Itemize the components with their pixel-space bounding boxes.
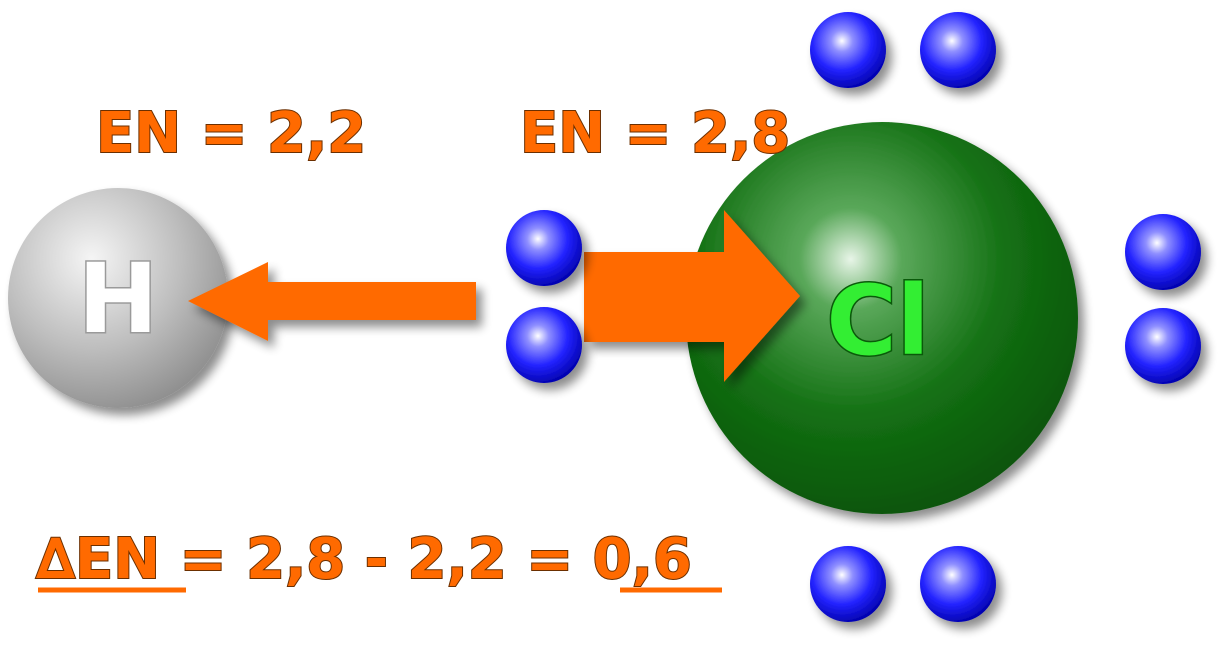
hydrogen-sphere: [8, 188, 228, 408]
hydrogen-atom: H: [8, 188, 228, 408]
equation-line: ∆EN = 2,8 - 2,2 = 0,6: [36, 527, 692, 592]
hydrogen-symbol: H: [78, 243, 158, 355]
equation-expression: = 2,8 - 2,2 =: [160, 527, 592, 592]
delta-en-equation: ∆EN = 2,8 - 2,2 = 0,6: [35, 526, 722, 593]
chlorine-symbol: Cl: [826, 265, 929, 377]
electron: [1125, 308, 1201, 384]
electron: [506, 307, 582, 383]
electron: [1125, 214, 1201, 290]
electron: [920, 546, 996, 622]
electron: [810, 546, 886, 622]
equation-result: 0,6: [593, 527, 692, 592]
arrow-right-icon: [584, 210, 800, 382]
delta-symbol: ∆: [36, 527, 76, 592]
electron: [920, 12, 996, 88]
chlorine-atom: Cl: [686, 122, 1078, 514]
chlorine-sphere: [686, 122, 1078, 514]
electron-pairs: [506, 12, 1201, 622]
hydrogen-en-label: EN = 2,2: [96, 101, 366, 166]
electron: [810, 12, 886, 88]
electron: [506, 210, 582, 286]
arrow-left-icon: [188, 262, 476, 341]
chlorine-en-label: EN = 2,8: [520, 101, 790, 166]
delta-label: EN: [75, 527, 160, 592]
